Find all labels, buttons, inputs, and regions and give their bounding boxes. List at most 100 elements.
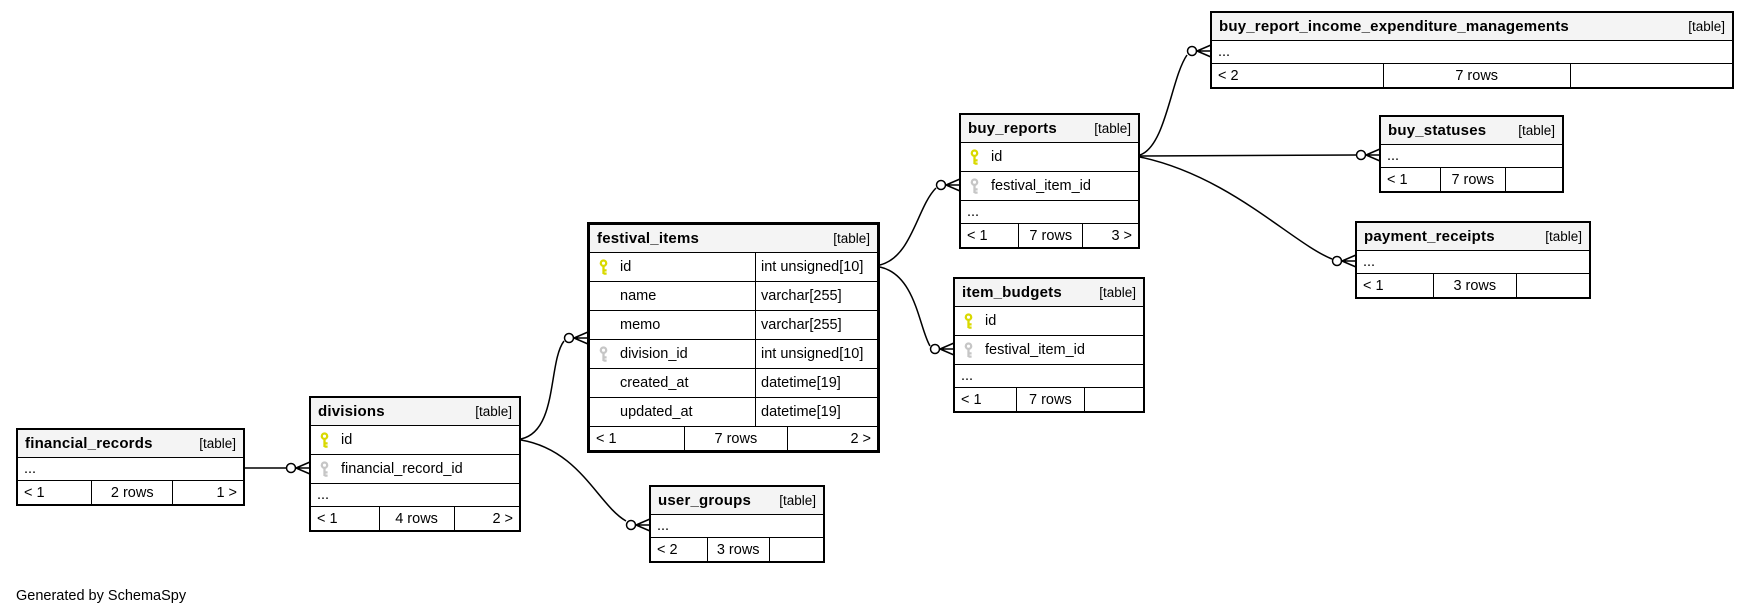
column-row-id: id bbox=[311, 426, 519, 455]
table-title[interactable]: item_budgets bbox=[962, 284, 1062, 301]
table-header: buy_report_income_expenditure_management… bbox=[1212, 13, 1732, 41]
column-name-cell: festival_item_id bbox=[961, 172, 1138, 200]
table-title[interactable]: buy_reports bbox=[968, 120, 1057, 137]
table-type-tag: [table] bbox=[833, 231, 870, 246]
crow-foot-arrow-icon bbox=[295, 461, 311, 475]
table-buy-reports[interactable]: buy_reports[table] id festival_item_id..… bbox=[959, 113, 1140, 249]
table-type-tag: [table] bbox=[199, 436, 236, 451]
primary-key-icon bbox=[318, 432, 341, 448]
column-row-festival-item-id: festival_item_id bbox=[961, 172, 1138, 201]
column-row-financial-record-id: financial_record_id bbox=[311, 455, 519, 484]
key-glyph bbox=[599, 346, 608, 362]
table-divisions[interactable]: divisions [table] id financial_record_id.… bbox=[309, 396, 521, 532]
column-row-created-at: created_at datetime[19] bbox=[590, 369, 877, 398]
relationship-edge bbox=[1139, 154, 1357, 157]
table-title[interactable]: financial_records bbox=[25, 435, 153, 452]
table-type-tag: [table] bbox=[1545, 229, 1582, 244]
table-title[interactable]: buy_report_income_expenditure_management… bbox=[1219, 18, 1569, 35]
table-title[interactable]: buy_statuses bbox=[1388, 122, 1487, 139]
key-glyph bbox=[970, 149, 979, 165]
column-type: varchar[255] bbox=[755, 282, 877, 310]
foreign-key-icon bbox=[318, 461, 341, 477]
column-name-cell: id bbox=[590, 253, 755, 281]
table-title[interactable]: festival_items bbox=[597, 230, 700, 247]
child-degree: 1 > bbox=[216, 484, 237, 501]
zero-one-circle-icon bbox=[1355, 149, 1367, 161]
crow-foot-arrow-icon bbox=[1196, 44, 1212, 58]
hidden-columns-row: ... bbox=[651, 515, 823, 538]
row-count: 2 rows bbox=[92, 481, 174, 504]
relationship-edge bbox=[879, 266, 931, 347]
generator-credit: Generated by SchemaSpy bbox=[16, 588, 187, 604]
table-item-budgets[interactable]: item_budgets[table] id festival_item_id.… bbox=[953, 277, 1145, 413]
hidden-columns-row: ... bbox=[961, 201, 1138, 224]
parent-degree: < 1 bbox=[1381, 168, 1441, 191]
column-type: datetime[19] bbox=[755, 369, 877, 397]
child-degree: 3 > bbox=[1111, 227, 1132, 244]
column-name-cell: festival_item_id bbox=[955, 336, 1143, 364]
row-count: 7 rows bbox=[1017, 388, 1085, 411]
key-glyph bbox=[964, 342, 973, 358]
column-name: updated_at bbox=[620, 404, 693, 420]
foreign-key-icon bbox=[968, 178, 991, 194]
column-name: created_at bbox=[620, 375, 689, 391]
column-name: festival_item_id bbox=[985, 342, 1085, 358]
hidden-columns-row: ... bbox=[311, 484, 519, 507]
column-name-cell: memo bbox=[590, 311, 755, 339]
row-count: 3 rows bbox=[708, 538, 770, 561]
table-title[interactable]: divisions bbox=[318, 403, 385, 420]
column-name: id bbox=[991, 149, 1003, 165]
key-glyph bbox=[320, 432, 329, 448]
foreign-key-icon bbox=[597, 346, 620, 362]
column-name-cell: id bbox=[955, 307, 1143, 335]
parent-degree: < 2 bbox=[651, 538, 708, 561]
column-name-cell: created_at bbox=[590, 369, 755, 397]
zero-one-circle-icon bbox=[935, 179, 947, 191]
primary-key-icon bbox=[962, 313, 985, 329]
key-glyph bbox=[320, 461, 329, 477]
child-degree bbox=[1085, 388, 1143, 411]
crow-foot-arrow-icon bbox=[945, 178, 961, 192]
zero-one-circle-icon bbox=[1331, 255, 1343, 267]
column-row-id: id bbox=[955, 307, 1143, 336]
row-count: 7 rows bbox=[1019, 224, 1084, 247]
crow-foot-arrow-icon bbox=[939, 342, 955, 356]
hidden-columns-row: ... bbox=[955, 365, 1143, 388]
column-name-cell: name bbox=[590, 282, 755, 310]
crow-foot-arrow-icon bbox=[1341, 254, 1357, 268]
column-name: id bbox=[620, 259, 632, 275]
column-name-cell: id bbox=[311, 426, 519, 454]
relationship-edge bbox=[520, 340, 565, 440]
table-title[interactable]: payment_receipts bbox=[1364, 228, 1495, 245]
parent-degree: < 1 bbox=[311, 507, 380, 530]
child-degree bbox=[1571, 64, 1732, 87]
column-name: name bbox=[620, 288, 657, 304]
column-row-festival-item-id: festival_item_id bbox=[955, 336, 1143, 365]
column-type: datetime[19] bbox=[755, 398, 877, 426]
key-glyph bbox=[970, 178, 979, 194]
foreign-key-icon bbox=[962, 342, 985, 358]
table-type-tag: [table] bbox=[779, 493, 816, 508]
table-header: user_groups [table] bbox=[651, 487, 823, 515]
crow-foot-arrow-icon bbox=[573, 331, 589, 345]
table-title[interactable]: user_groups bbox=[658, 492, 752, 509]
column-name: id bbox=[985, 313, 997, 329]
crow-foot-arrow-icon bbox=[635, 518, 651, 532]
table-type-tag: [table] bbox=[475, 404, 512, 419]
child-degree bbox=[1506, 168, 1562, 191]
child-degree: 2 > bbox=[492, 510, 513, 527]
table-buy-report-income-expenditure-managements[interactable]: buy_report_income_expenditure_management… bbox=[1210, 11, 1734, 89]
